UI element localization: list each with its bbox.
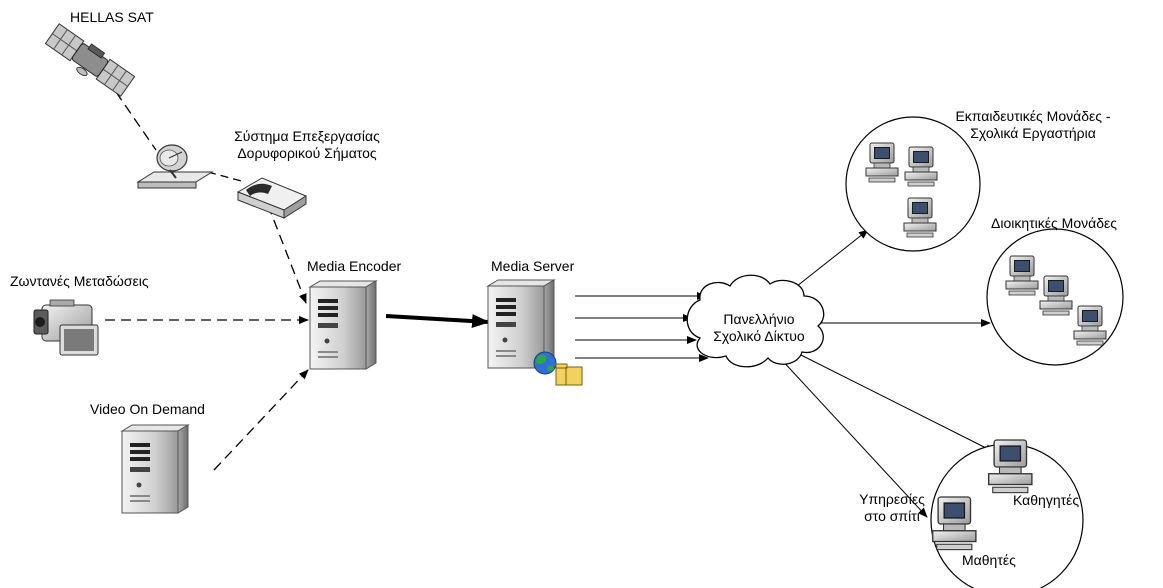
vod-label: Video On Demand [90, 401, 205, 417]
cloud-icon [686, 274, 825, 368]
desktop-computer-icon [988, 439, 1033, 494]
education-label: Εκπαιδευτικές Μονάδες - Σχολικά Εργαστήρ… [918, 108, 1148, 142]
satellite-icon [44, 23, 136, 97]
link-network-education [791, 229, 869, 291]
link-processor-encoder [267, 204, 307, 304]
home-label: Υπηρεσίες στο σπίτι [852, 491, 932, 525]
link-dish-processor [207, 171, 246, 183]
processing-label-line2: Δορυφορικού Σήματος [237, 145, 377, 161]
link-network-students [779, 357, 928, 518]
desktop-computer-icon [1039, 275, 1073, 316]
video-camera-icon [33, 299, 99, 356]
network-label-line2: Σχολικό Δίκτυο [713, 328, 805, 344]
desktop-computer-icon [903, 197, 937, 238]
students-label: Μαθητές [962, 552, 1016, 568]
home-label-line1: Υπηρεσίες [859, 491, 925, 507]
admin-label: Διοικητικές Μονάδες [991, 215, 1117, 231]
link-encoder-server [385, 314, 490, 329]
education-label-line2: Σχολικά Εργαστήρια [970, 125, 1096, 141]
satellite-label: HELLAS SAT [70, 9, 154, 25]
encoder-label: Media Encoder [307, 258, 402, 274]
desktop-computer-icon [1005, 255, 1039, 296]
link-satellite-dish [115, 91, 157, 151]
processing-label: Σύστημα Επεξεργασίας Δορυφορικού Σήματος [207, 128, 407, 162]
server-label: Media Server [491, 258, 575, 274]
vod-server-icon [121, 424, 189, 514]
network-label-line1: Πανελλήνιο [723, 311, 795, 327]
folder-icon [555, 363, 583, 386]
teachers-label: Καθηγητές [1013, 492, 1080, 508]
desktop-computer-icon [932, 496, 977, 551]
desktop-computer-icon [1073, 305, 1107, 346]
encoder-server-icon [309, 280, 377, 370]
desktop-computer-icon [904, 146, 938, 187]
globe-icon [533, 351, 557, 375]
live-label: Ζωντανές Μεταδώσεις [10, 273, 149, 289]
link-network-teachers [794, 351, 995, 453]
home-label-line2: στο σπίτι [864, 508, 920, 524]
signal-processor-icon [236, 177, 308, 219]
education-label-line1: Εκπαιδευτικές Μονάδες - [955, 108, 1111, 124]
link-vod-encoder [213, 369, 309, 471]
processing-label-line1: Σύστημα Επεξεργασίας [234, 128, 380, 144]
desktop-computer-icon [865, 142, 899, 183]
satellite-dish-icon [136, 144, 214, 189]
network-label: Πανελλήνιο Σχολικό Δίκτυο [694, 311, 824, 345]
